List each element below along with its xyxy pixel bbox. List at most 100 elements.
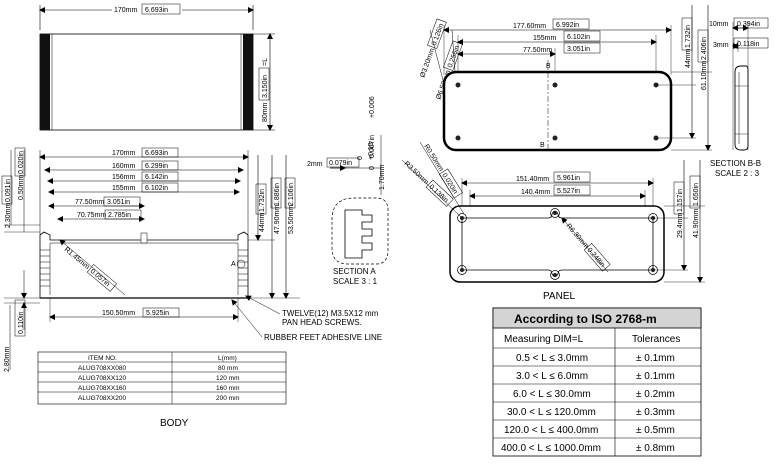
svg-text:6.299in: 6.299in [145,163,168,170]
svg-text:3.051in: 3.051in [107,199,130,206]
svg-text:5.925in: 5.925in [146,310,169,317]
section-b-marker-bottom: B [540,142,545,149]
svg-text:156mm: 156mm [112,174,136,181]
svg-text:1.732in: 1.732in [685,25,692,48]
front-dim-160: 160mm 6.299in [44,160,244,173]
svg-text:+0.006: +0.006 [369,96,376,118]
front-dim-170: 170mm 6.693in [39,147,249,160]
tolerance-row-range: 30.0 < L ≤ 120.0mm [507,407,596,418]
svg-text:0.50mm: 0.50mm [18,175,25,200]
body-front-view: 170mm 6.693in 160mm 6.299in 156mm 6.142i… [1,147,382,372]
tolerance-row-value: ± 0.1mm [636,353,675,364]
svg-text:6.992in: 6.992in [556,22,579,29]
tolerance-row-range: 6.0 < L ≤ 30.0mm [513,389,591,400]
svg-text:151.40mm: 151.40mm [516,176,549,183]
section-b-detail: 10mm 0.394in 3mm 0.118in SECTION B-B SCA… [709,17,769,178]
svg-text:170mm: 170mm [112,150,136,157]
svg-text:29.4mm: 29.4mm [677,213,684,238]
svg-text:6.102in: 6.102in [567,34,590,41]
svg-text:177.60mm: 177.60mm [513,23,546,30]
dim-height-in: 3.150in [262,75,269,98]
item-table: ITEM NO. L(mm) ALUG708XX080 80 mm ALUG70… [37,351,287,405]
svg-text:77.50mm: 77.50mm [523,47,552,54]
body-top-view: 170mm 6.693in 80mm 3.150in =L [39,3,275,131]
svg-text:0.394in: 0.394in [737,21,760,28]
section-a-scale: SCALE 3 : 1 [333,277,378,286]
item-cell: 200 mm [216,395,239,402]
svg-text:Ø3.20mm: Ø3.20mm [419,47,436,78]
panel-dim-177-60: 177.60mm 6.992in [443,18,672,33]
svg-text:140.4mm: 140.4mm [521,189,550,196]
svg-text:160mm: 160mm [112,163,136,170]
panel-dim-29-4: 29.4mm 1.157in [673,160,687,271]
panel-dim-77-50: 77.50mm 3.051in [457,42,601,57]
svg-text:0.020in: 0.020in [440,172,458,195]
panel-dim-41-90: 41.90mm 1.650in [689,160,703,283]
body-top-outline [39,33,254,131]
front-dim-feet: 0.110in 2.80mm [4,270,40,372]
item-cell: ALUG708XX080 [78,365,126,372]
screws-note: TWELVE(12) M3.5X12 mm PAN HEAD SCREWS. [245,295,379,327]
front-dim-2-30: 2.30mm 0.091in [1,150,40,233]
panel-hole [455,82,461,88]
svg-text:2.785in: 2.785in [108,212,131,219]
section-b-profile [734,65,749,151]
svg-text:0.067in: 0.067in [369,135,376,158]
svg-text:47.90mm: 47.90mm [274,205,281,234]
svg-text:70.75mm: 70.75mm [77,212,106,219]
panel-top-view: 177.60mm 6.992in 155mm 6.102in 77.50mm 3… [419,5,712,152]
svg-text:0.079in: 0.079in [329,160,352,167]
dim-width-in: 6.693in [145,7,168,14]
svg-text:0.020in: 0.020in [18,151,25,174]
tolerance-table-title: According to ISO 2768-m [514,312,657,326]
svg-text:PAN HEAD SCREWS.: PAN HEAD SCREWS. [282,318,362,327]
item-cell: 160 mm [216,385,239,392]
svg-text:1.157in: 1.157in [677,189,684,212]
svg-text:5.527in: 5.527in [557,188,580,195]
svg-text:0.118in: 0.118in [737,41,760,48]
section-b-scale: SCALE 2 : 3 [715,169,760,178]
svg-text:2.406in: 2.406in [701,37,708,60]
svg-text:1.650in: 1.650in [693,183,700,206]
svg-text:+0.15: +0.15 [368,142,375,160]
svg-text:TWELVE(12) M3.5X12 mm: TWELVE(12) M3.5X12 mm [282,309,379,318]
item-cell: 80 mm [218,365,238,372]
tolerance-header-tol: Tolerances [632,334,680,345]
panel-dim-151-40: 151.40mm 5.961in [461,171,654,186]
svg-text:155mm: 155mm [112,185,136,192]
section-a-title: SECTION A [333,267,376,276]
right-fins [237,243,248,295]
svg-text:77.50mm: 77.50mm [75,199,104,206]
svg-text:41.90mm: 41.90mm [693,209,700,238]
svg-text:44mm: 44mm [685,48,692,68]
svg-text:5.961in: 5.961in [557,175,580,182]
panel-outline [442,70,673,152]
front-dim-47-90: 47.90mm 1.886in [269,155,282,299]
section-b-dim-10: 10mm 0.394in [709,17,769,31]
front-dim-156: 156mm 6.142in [47,171,241,184]
section-b-marker-top: B [546,63,551,70]
svg-text:0: 0 [357,156,364,160]
section-a-profile [344,209,373,259]
body-label: BODY [160,418,189,429]
svg-text:6.693in: 6.693in [145,150,168,157]
panel-dim-61-10: 61.10mm 2.406in [697,5,711,151]
tolerance-row-range: 120.0 < L ≤ 400.0mm [504,425,598,436]
front-dim-0-50: 0.50mm 0.020in [14,147,26,232]
svg-text:155mm: 155mm [533,35,557,42]
svg-text:10mm: 10mm [709,21,729,28]
svg-text:1.886in: 1.886in [274,183,281,206]
dim-width-mm: 170mm [114,7,138,14]
panel-hole [552,82,558,88]
tolerance-row-range: 3.0 < L ≤ 6.0mm [516,371,588,382]
item-header-1: L(mm) [218,355,237,362]
left-fins [40,243,51,295]
item-cell: ALUG708XX200 [78,395,126,402]
svg-text:2.30mm: 2.30mm [5,203,12,228]
section-b-dim-3: 3mm 0.118in [713,37,769,49]
svg-text:3mm: 3mm [713,42,729,49]
svg-text:1.70mm: 1.70mm [379,165,386,190]
front-dim-53-50: 53.50mm 2.106in [283,155,296,299]
svg-text:2.80mm: 2.80mm [4,347,11,372]
tolerance-row-range: 0.5 < L ≤ 3.0mm [516,353,588,364]
